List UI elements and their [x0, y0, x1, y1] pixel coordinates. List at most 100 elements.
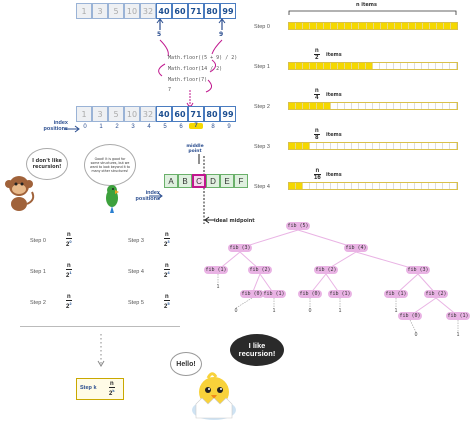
- bar-segment: [415, 103, 422, 109]
- bar-segment: [352, 103, 359, 109]
- array-cell: 32: [140, 3, 156, 19]
- bar-segment: [450, 63, 457, 69]
- bar-segment: [429, 103, 436, 109]
- bar-segment: [296, 143, 303, 149]
- bar-segment: [380, 23, 388, 29]
- bar-segment: [408, 103, 415, 109]
- bar-segment: [324, 143, 331, 149]
- bar-segment: [401, 103, 408, 109]
- bar-segment: [310, 143, 317, 149]
- fib-leaf-value: 1: [216, 284, 220, 290]
- step-label: Step 3: [128, 238, 144, 244]
- index-number: 2: [115, 124, 119, 130]
- bar-segment: [303, 23, 311, 29]
- bar-segment: [394, 23, 402, 29]
- fib-node: fib (1): [262, 290, 286, 298]
- array-mid: 1 3 5 10 32 40 60 71 80 99: [76, 106, 236, 122]
- index-number: 3: [131, 124, 135, 130]
- section-divider: [20, 326, 180, 327]
- fib-leaf-value: 0: [234, 308, 238, 314]
- fib-tree: fib (5) fib (3) fib (4) fib (1) fib (2) …: [200, 222, 474, 352]
- bar-segment: [408, 143, 415, 149]
- bar-segment: [443, 63, 450, 69]
- bar-segment: [422, 183, 429, 189]
- step-label-k: Step k: [80, 385, 97, 391]
- bar-segment: [443, 143, 450, 149]
- bar-segment: [450, 183, 457, 189]
- bar-segment: [373, 103, 380, 109]
- bar-step-label: Step 2: [254, 104, 270, 110]
- bar-segment: [338, 23, 346, 29]
- bar-step-bar: [288, 102, 458, 110]
- bar-segment: [394, 103, 401, 109]
- bar-step-label: Step 1: [254, 64, 270, 70]
- bar-segment: [331, 63, 338, 69]
- bar-segment: [380, 143, 387, 149]
- bar-segment: [317, 103, 324, 109]
- array-cell: 40: [156, 3, 172, 19]
- chick-recursion-text: I like recursion!: [238, 341, 276, 358]
- bar-segment: [331, 143, 338, 149]
- bar-segment: [429, 23, 437, 29]
- bar-segment: [366, 143, 373, 149]
- fib-node: fib (2): [314, 266, 338, 274]
- array-cell: 80: [204, 106, 220, 122]
- bar-segment: [331, 183, 338, 189]
- bar-step-items-label: items: [326, 92, 342, 98]
- array-cell: 80: [204, 3, 220, 19]
- arrow-label-right: 9: [219, 31, 224, 38]
- bar-segment: [387, 23, 395, 29]
- bar-segment: [331, 23, 339, 29]
- abc-cell: F: [234, 174, 248, 188]
- bar-segment: [289, 103, 296, 109]
- index-positions-label: index positions: [43, 120, 68, 132]
- array-cell: 99: [220, 106, 236, 122]
- array-cell: 60: [172, 3, 188, 19]
- bar-segment: [401, 23, 409, 29]
- bar-step-bar: [288, 22, 458, 30]
- array-cell: 71: [188, 3, 204, 19]
- index-number: 5: [163, 124, 167, 130]
- bar-segment: [387, 103, 394, 109]
- bar-segment: [444, 23, 452, 29]
- bar-segment: [366, 183, 373, 189]
- fib-node: fib (0): [298, 290, 322, 298]
- bar-segment: [387, 183, 394, 189]
- abc-cell-highlighted: C: [192, 174, 206, 188]
- bar-segment: [317, 63, 324, 69]
- fib-node: fib (3): [406, 266, 430, 274]
- bar-segment: [387, 63, 394, 69]
- bar-segment: [359, 23, 367, 29]
- parrot-illustration: [106, 185, 119, 213]
- bar-segment: [415, 23, 423, 29]
- bar-segment: [289, 23, 297, 29]
- chick-hello-bubble: Hello!: [170, 352, 202, 376]
- bar-segment: [359, 63, 366, 69]
- fib-node: fib (5): [286, 222, 310, 230]
- array-cell: 3: [92, 106, 108, 122]
- bar-segment: [422, 63, 429, 69]
- bar-step-items-label: items: [326, 132, 342, 138]
- bar-segment: [422, 23, 430, 29]
- bar-step-items-label: items: [326, 52, 342, 58]
- bar-segment: [436, 23, 445, 29]
- chick-hello-text: Hello!: [176, 360, 196, 368]
- bar-segment: [352, 63, 359, 69]
- bar-segment: [373, 183, 380, 189]
- bar-segment: [422, 143, 429, 149]
- abc-cell: A: [164, 174, 178, 188]
- fib-node: fib (0): [240, 290, 264, 298]
- step-label: Step 0: [30, 238, 46, 244]
- bar-segment: [422, 103, 429, 109]
- fib-leaf-value: 1: [394, 308, 398, 314]
- bar-segment: [296, 183, 303, 189]
- bar-segment: [366, 103, 373, 109]
- fib-leaf-value: 1: [272, 308, 276, 314]
- fib-node: fib (1): [204, 266, 228, 274]
- bar-segment: [303, 143, 310, 149]
